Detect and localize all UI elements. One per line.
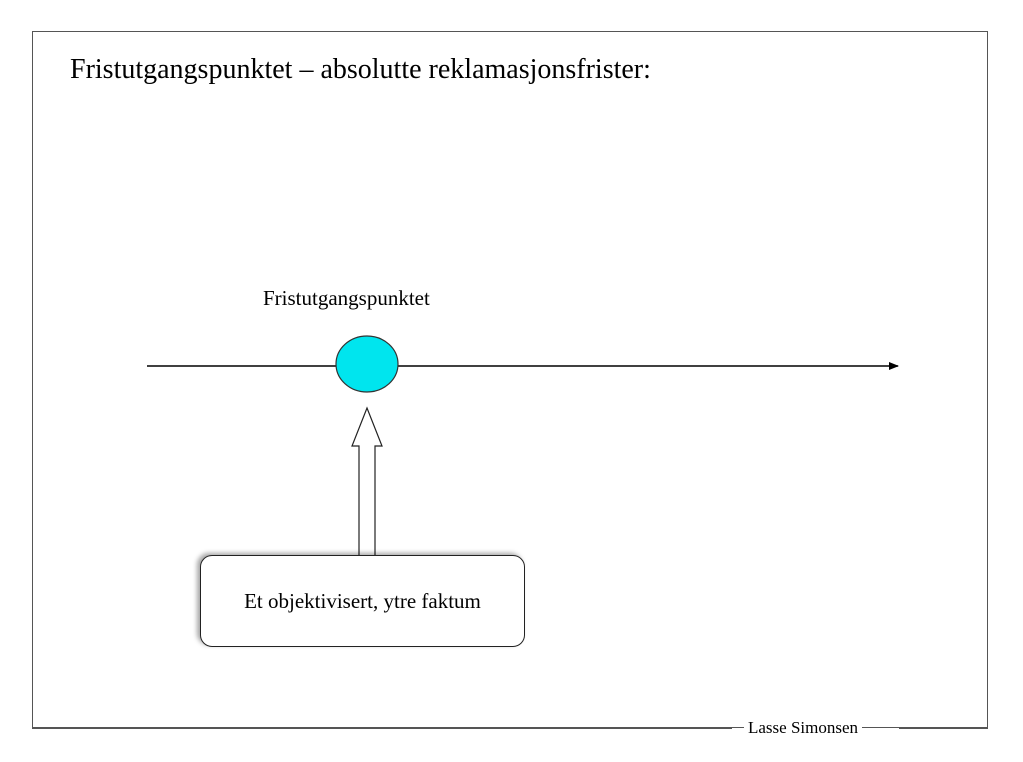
point-marker xyxy=(335,335,399,393)
slide-title: Fristutgangspunktet – absolutte reklamas… xyxy=(70,54,651,85)
footer-divider-right xyxy=(899,728,988,729)
fact-box: Et objektivisert, ytre faktum xyxy=(200,555,525,647)
up-arrow xyxy=(351,406,383,557)
slide-frame xyxy=(32,31,988,728)
footer-author: Lasse Simonsen xyxy=(744,718,863,738)
point-label: Fristutgangspunktet xyxy=(263,286,430,310)
fact-box-text: Et objektivisert, ytre faktum xyxy=(244,588,481,613)
footer-divider-left xyxy=(32,728,732,729)
